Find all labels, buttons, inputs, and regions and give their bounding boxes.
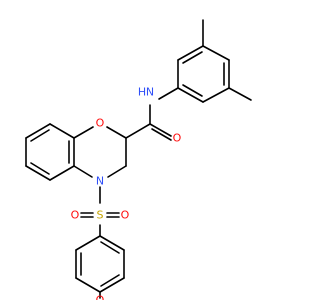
carbonyl-double-bond-b <box>151 128 172 141</box>
amide-nitrogen: N <box>146 86 154 99</box>
benzo-ring <box>25 123 75 181</box>
amide-hydrogen: H <box>138 86 146 99</box>
carbonyl-c2-bond <box>125 123 151 139</box>
dimethylphenyl-ring <box>177 45 230 103</box>
molecule-structure: N H O O N S O O O <box>25 19 252 300</box>
oxazine-ring <box>73 126 127 178</box>
sulfonyl-oxygen-left: O <box>71 209 80 222</box>
aryl-nh-bond <box>158 87 179 100</box>
atom-labels: N H O O N S O O <box>71 86 182 222</box>
carbonyl-oxygen: O <box>173 132 182 145</box>
methyl-bond-right <box>228 87 252 101</box>
sulfonyl-sulfur: S <box>97 209 104 222</box>
methoxy-group: O <box>96 291 105 300</box>
ring-nitrogen: N <box>96 175 104 188</box>
carbonyl-double-bond-a <box>149 123 172 137</box>
ring-oxygen: O <box>96 117 105 130</box>
amide-nh-label: N H <box>138 86 154 99</box>
methoxy-oxygen: O <box>96 294 105 300</box>
sulfonyl-oxygen-right: O <box>121 209 130 222</box>
bonds <box>25 19 252 293</box>
methoxyphenyl-ring <box>75 235 125 293</box>
